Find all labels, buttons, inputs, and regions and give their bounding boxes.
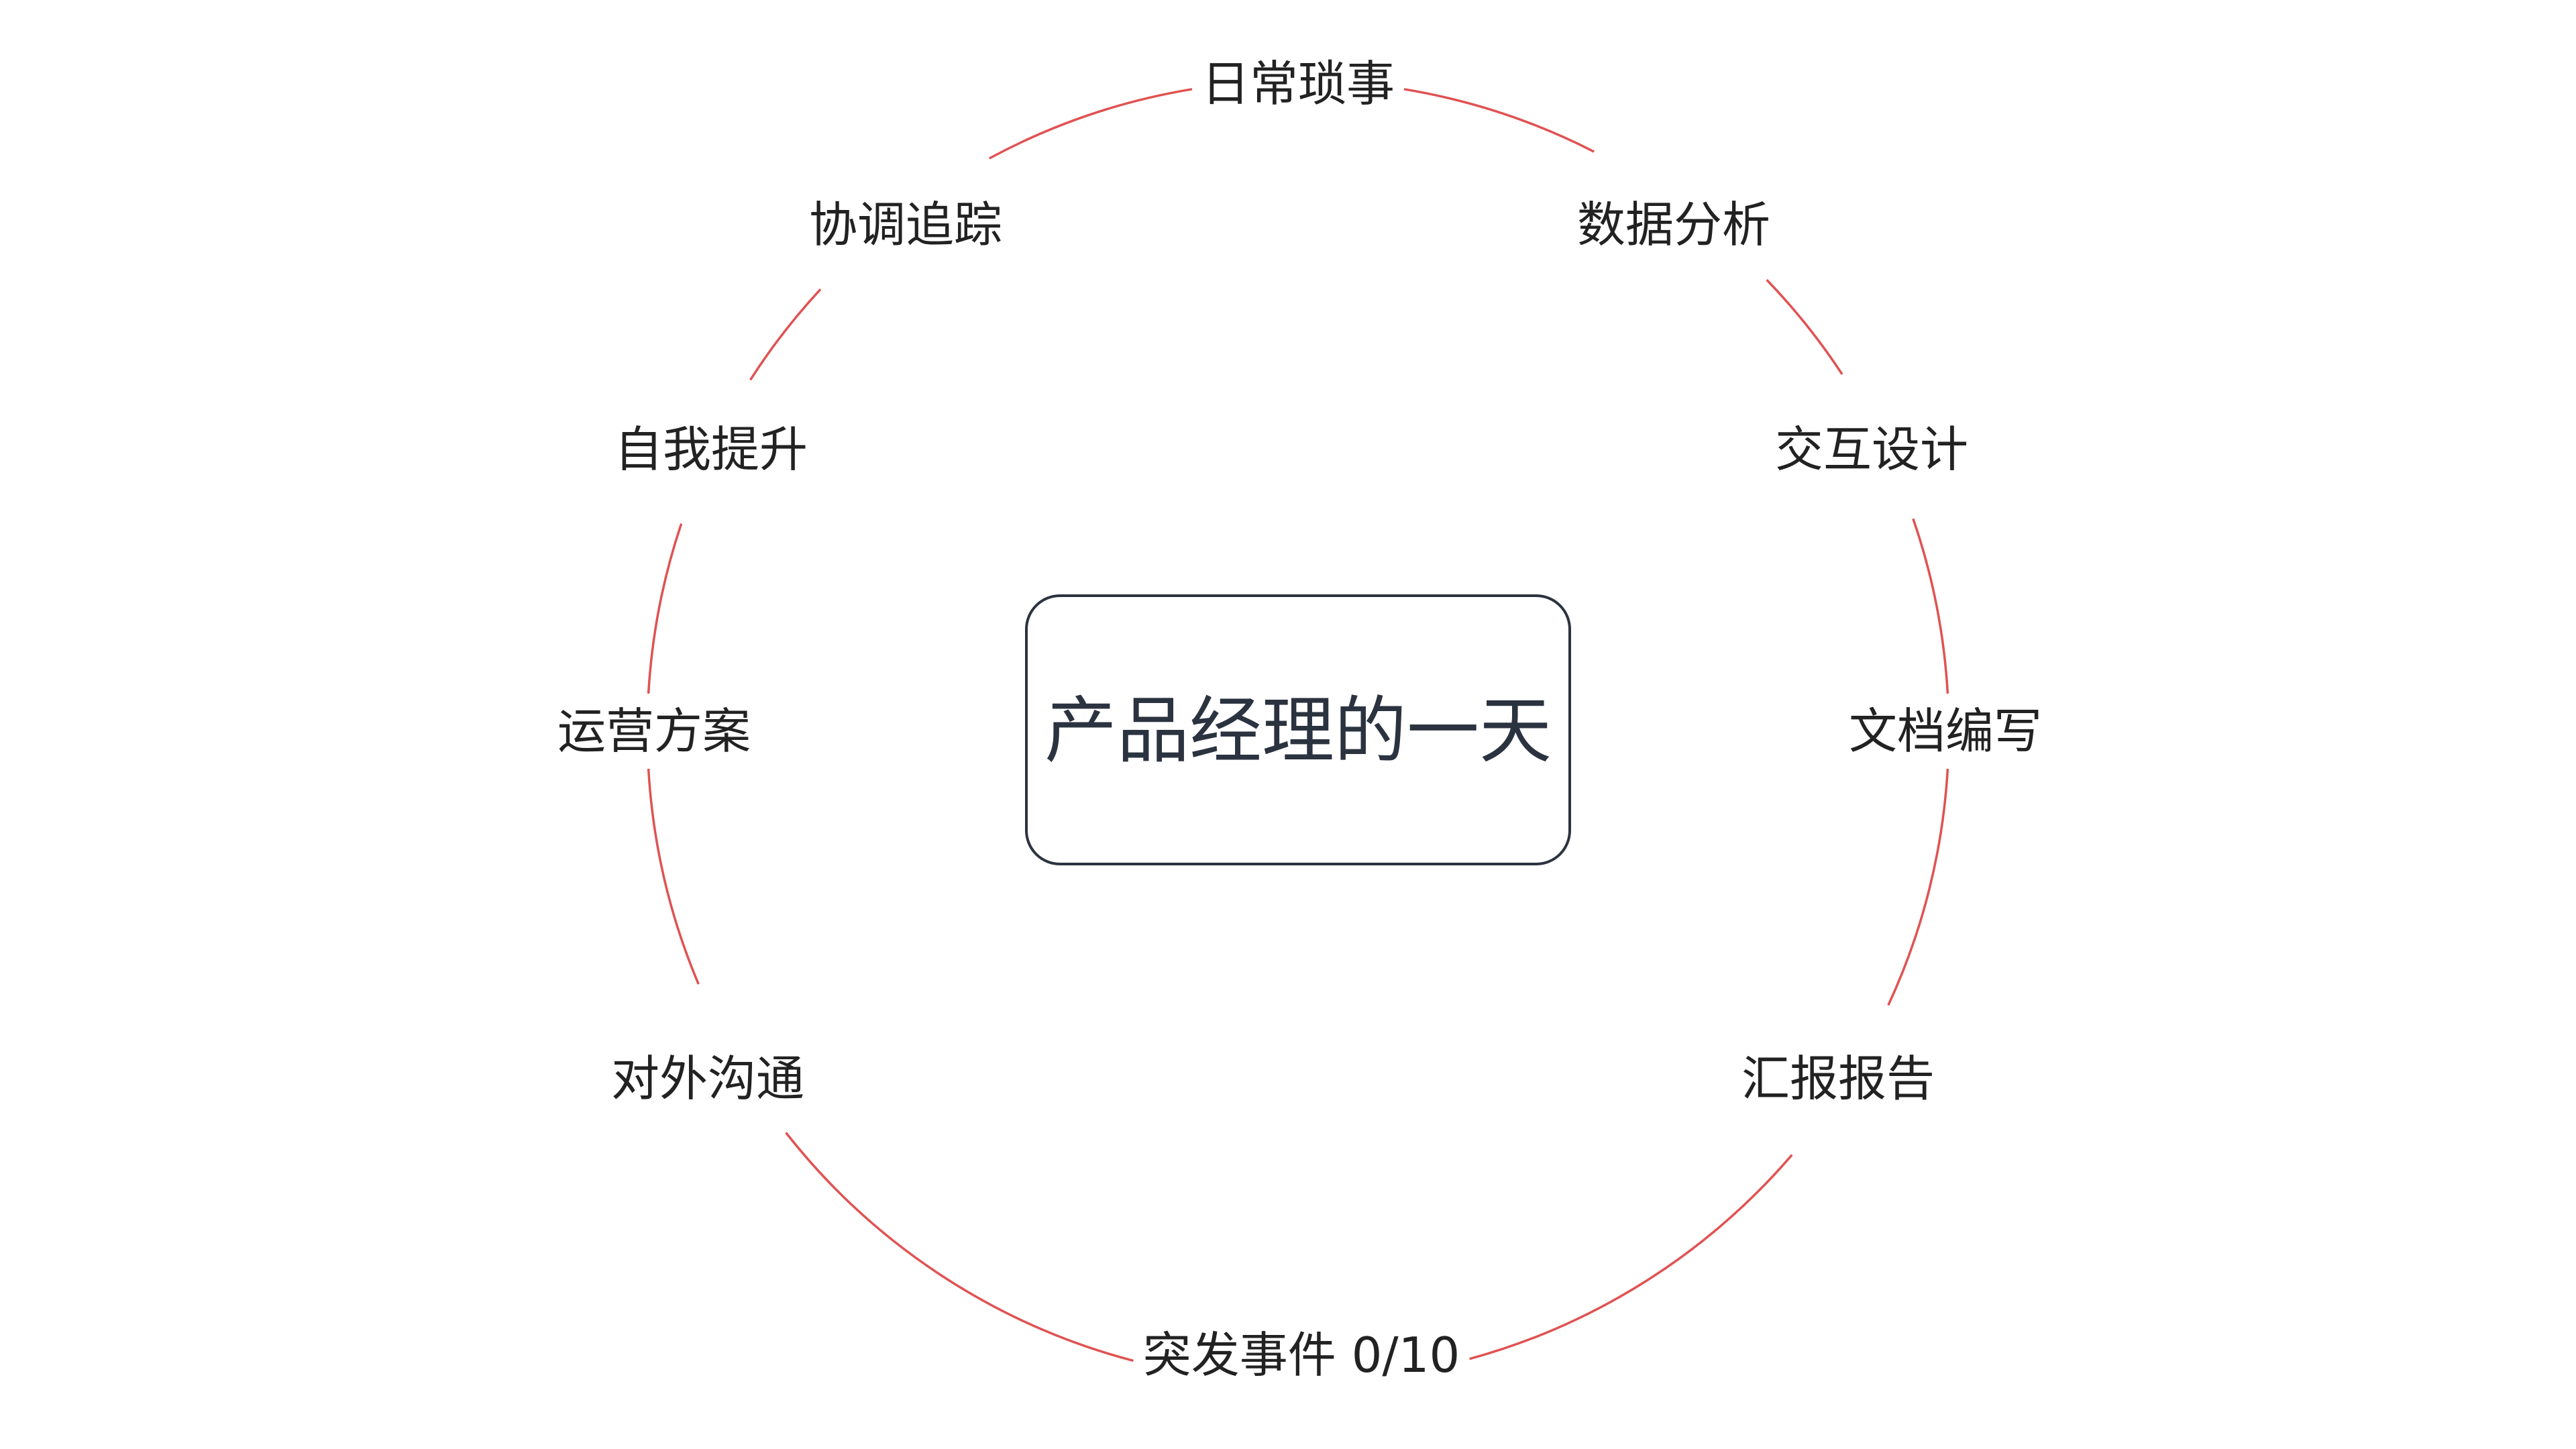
ring-arc-segment <box>1912 518 1949 694</box>
ring-arc-segment <box>1887 768 1949 1006</box>
ring-arc-segment <box>988 88 1193 160</box>
node-incidents[interactable]: 突发事件 0/10 <box>1143 1327 1460 1383</box>
center-box <box>1025 594 1571 865</box>
node-interaction-design[interactable]: 交互设计 <box>1775 421 1968 478</box>
ring-arc-segment <box>1469 1154 1793 1360</box>
node-external-communication[interactable]: 对外沟通 <box>611 1051 804 1107</box>
ring-arc-segment <box>647 768 700 985</box>
center-node[interactable]: 产品经理的一天 <box>1025 594 1571 865</box>
ring-arc-segment <box>785 1132 1134 1362</box>
ring-arc-segment <box>1766 278 1843 375</box>
ring-arc-segment <box>1403 88 1595 153</box>
node-operations-plan[interactable]: 运营方案 <box>557 703 751 759</box>
ring-nodes: 日常琐事 数据分析 交互设计 文档编写 汇报报告 突发事件 0/10 对外沟通 … <box>557 56 2042 1383</box>
center-label: 产品经理的一天 <box>1044 690 1552 773</box>
node-self-improvement[interactable]: 自我提升 <box>614 421 808 478</box>
ring-arc-segment <box>749 288 822 381</box>
node-daily[interactable]: 日常琐事 <box>1201 56 1395 112</box>
ring-arc-segment <box>647 523 683 694</box>
ring-arcs <box>647 88 1949 1362</box>
node-data-analysis[interactable]: 数据分析 <box>1577 197 1770 253</box>
node-documentation[interactable]: 文档编写 <box>1849 703 2042 759</box>
node-coordination[interactable]: 协调追踪 <box>809 197 1002 253</box>
node-reporting[interactable]: 汇报报告 <box>1741 1051 1935 1107</box>
